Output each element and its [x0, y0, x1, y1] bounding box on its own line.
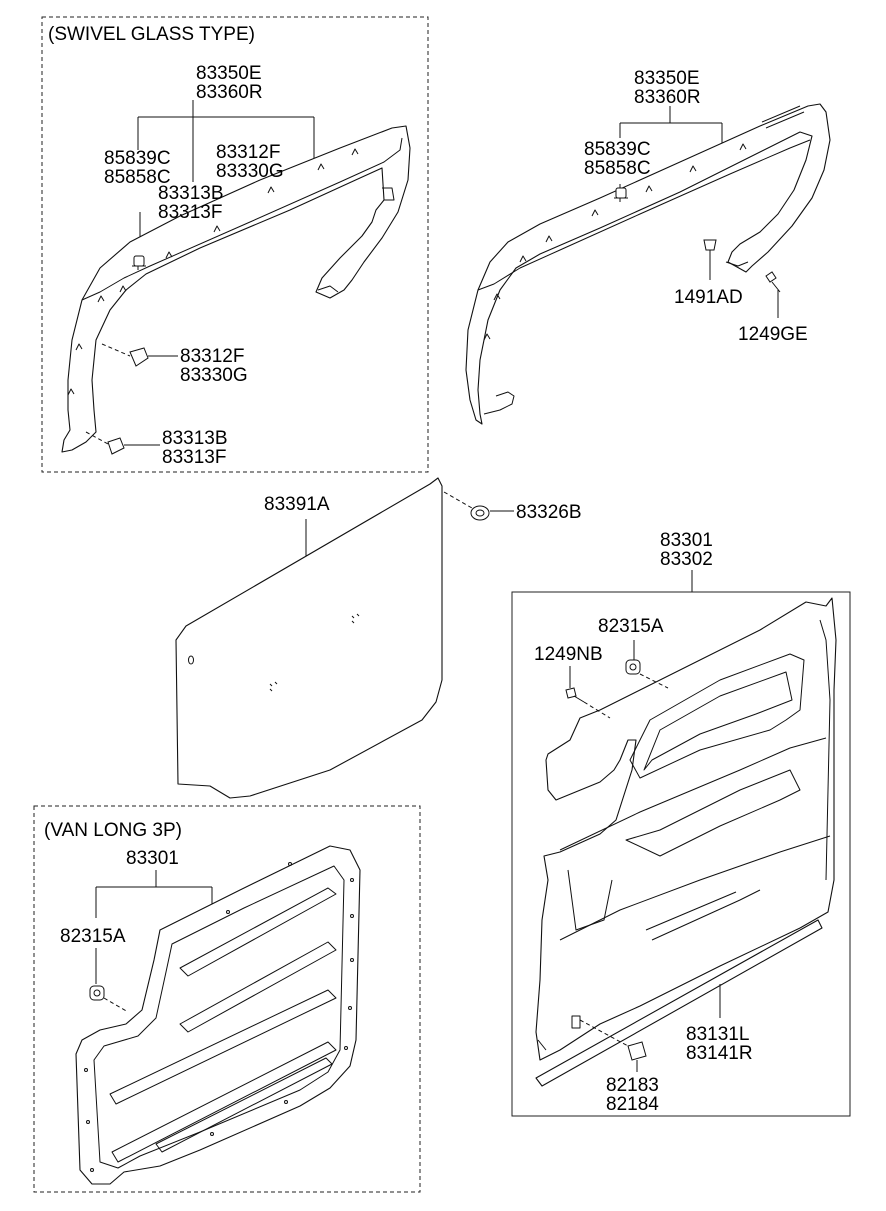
label-83360R-right: 83360R [634, 87, 701, 108]
door-trim-bottom-tab [537, 1039, 547, 1051]
top-right-leader-bracket [619, 106, 723, 158]
screw-1249NB [565, 687, 585, 703]
swivel-group-border [41, 16, 429, 473]
top-right-door-trim-molding [465, 103, 831, 425]
label-1491AD: 1491AD [674, 287, 743, 308]
label-83313B-swivel-top: 83313B [158, 183, 224, 204]
door-trim-armrest-inner [643, 671, 793, 771]
swivel-trim-notch [382, 187, 395, 201]
door-trim-lower-line [559, 835, 831, 941]
clip-82315A-van [89, 985, 105, 1001]
label-83313F-swivel: 83313F [162, 447, 226, 468]
swivel-glass-group: (SWIVEL GLASS TYPE) [41, 16, 429, 473]
door-trim-grooves [645, 889, 761, 941]
label-82183: 82183 [606, 1075, 659, 1096]
label-83330G-swivel-top: 83330G [216, 161, 284, 182]
clip-82315A-right [625, 659, 641, 675]
label-83301-van: 83301 [126, 848, 179, 869]
dash-83326B [443, 491, 473, 509]
swivel-trim-clips [67, 148, 359, 396]
door-trim-bottom-edge [559, 737, 827, 851]
door-trim-slot [571, 1015, 581, 1029]
van-panel-inner-border [93, 865, 345, 1169]
label-83391A: 83391A [264, 494, 330, 515]
dash-1249NB [583, 701, 611, 719]
van-long-group: (VAN LONG 3P) 83301 82315A [33, 805, 421, 1193]
label-83330G-swivel: 83330G [180, 365, 248, 386]
swivel-clip-83312F [129, 347, 149, 367]
label-83326B: 83326B [516, 502, 582, 523]
label-83312F-swivel-top: 83312F [216, 142, 280, 163]
screw-1249GE [765, 271, 781, 293]
swivel-clip-85839C [132, 255, 146, 270]
label-85839C-swivel: 85839C [104, 148, 171, 169]
van-panel-holes [84, 862, 354, 1172]
label-83302-right: 83302 [660, 549, 713, 570]
swivel-dash-83312F [101, 343, 131, 357]
clip-1491AD [703, 239, 717, 251]
label-83313B-swivel: 83313B [162, 428, 228, 449]
swivel-trim-end [317, 285, 339, 293]
label-82315A-van: 82315A [60, 926, 126, 947]
label-85858C-right: 85858C [584, 158, 651, 179]
door-trim-panel [535, 597, 837, 1061]
separator-panel-83391A [175, 477, 443, 799]
top-right-clip-85839C [614, 187, 628, 202]
top-right-trim-clips [483, 143, 747, 341]
van-group-border [33, 805, 421, 1193]
label-83131L: 83131L [686, 1024, 749, 1045]
label-83350E-swivel: 83350E [196, 63, 262, 84]
swivel-group-title: (SWIVEL GLASS TYPE) [48, 24, 255, 45]
door-trim-panel-border [511, 591, 851, 1117]
top-right-trim-bottom [483, 391, 515, 415]
grommet-83326B [470, 505, 490, 521]
molding-strip-83131L [535, 919, 823, 1087]
separator-panel-group: 83391A 83326B [175, 477, 582, 799]
swivel-door-trim-molding [61, 125, 411, 453]
label-1249GE: 1249GE [738, 324, 808, 345]
top-right-trim-inner-edge [477, 139, 811, 291]
label-82184: 82184 [606, 1094, 659, 1115]
top-right-trim-group: 83350E 83360R 85839C 85858C 1491AD 1249G… [465, 68, 831, 425]
separator-panel-fasteners [269, 613, 360, 692]
door-trim-right-edge [819, 619, 831, 881]
label-83360R-swivel: 83360R [196, 82, 263, 103]
door-trim-panel-group: 83301 83302 [511, 530, 851, 1117]
label-85839C-right: 85839C [584, 139, 651, 160]
swivel-clip-83313B [107, 437, 125, 455]
swivel-trim-inner-edge [81, 137, 403, 301]
dash-82183 [579, 1019, 629, 1047]
dash-82315A-van [103, 997, 129, 1013]
swivel-leader-bracket [137, 100, 315, 182]
van-leader-bracket [95, 870, 213, 918]
label-83141R: 83141R [686, 1043, 753, 1064]
label-82315A-right: 82315A [598, 616, 664, 637]
van-panel-ribs [109, 887, 337, 1163]
label-1249NB: 1249NB [534, 644, 603, 665]
door-trim-armrest-pocket [629, 653, 805, 779]
label-83301-right: 83301 [660, 530, 713, 551]
label-83312F-swivel: 83312F [180, 346, 244, 367]
separator-panel-hole [188, 655, 194, 665]
top-right-trim-ribs [761, 105, 805, 129]
top-right-trim-end [725, 261, 749, 267]
dash-82315A-right [639, 673, 669, 689]
cover-82183 [627, 1041, 647, 1061]
door-trim-lower-pocket [625, 769, 801, 857]
label-85858C-swivel: 85858C [104, 167, 171, 188]
label-83313F-swivel-top: 83313F [158, 202, 222, 223]
van-group-title: (VAN LONG 3P) [44, 820, 182, 841]
label-83350E-right: 83350E [634, 68, 700, 89]
